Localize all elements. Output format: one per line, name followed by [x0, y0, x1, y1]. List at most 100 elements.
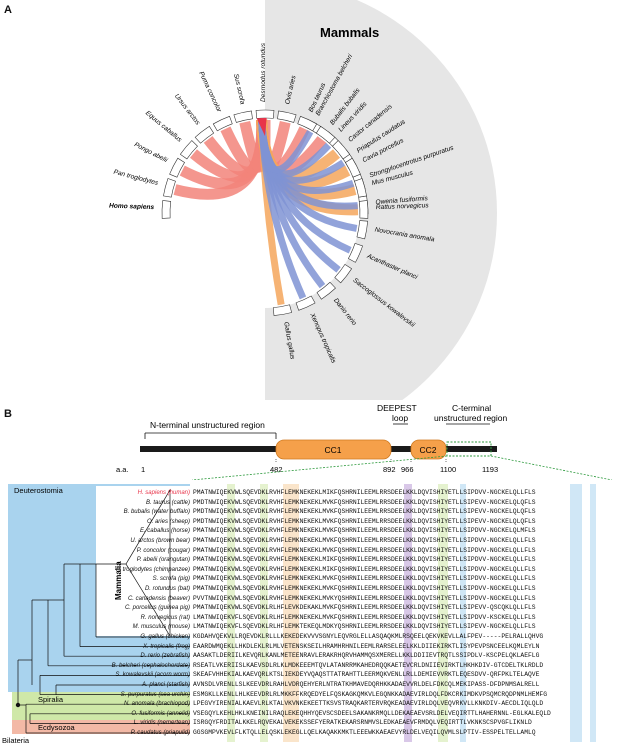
species-name: S. purpuratus (sea urchin): [120, 691, 190, 698]
cc1-label: CC1: [324, 445, 341, 455]
conserved-column: [227, 484, 235, 742]
ring-segment: [194, 125, 215, 144]
ring-segment: [295, 295, 316, 311]
species-name: D. rerio (zebrafish): [140, 653, 190, 660]
sequence-row: PMDTNWIQEKVWLSQEVDKLRVHFLEMKNEKEKLMVKFQS…: [193, 517, 536, 525]
species-name: N. anomala (brachiopod): [123, 701, 190, 708]
sequence-row: LPEGVYIRENIALKAEVLRLKTALVKVNKEKEETTKSVST…: [193, 700, 544, 708]
species-label: Pan troglodytes: [113, 169, 160, 187]
ring-segment: [315, 125, 336, 144]
species-name: X. tropicalis (frog): [142, 643, 190, 650]
species-label: Desmodus rotundus: [260, 42, 267, 102]
sequence-row: AVNSDLVRENLLSLKEEVDRLRAHLVDRQEHYERLNTRAT…: [193, 681, 540, 688]
mammals-label: Mammals: [320, 25, 379, 40]
sequence-row: KGDAHVQEKVLLRQEVDKLRLLLKEKEDEKVVVSGNYLEQ…: [193, 633, 544, 640]
species-label: Pongo abelii: [133, 141, 169, 164]
ring-segment: [297, 115, 318, 132]
sequence-row: LMATNWIQEKVFLSQEVDKLRLHFLEMKTEKEQLMDKYQS…: [193, 623, 536, 631]
species-name: A. planci (starfish): [141, 682, 190, 688]
species-name: S. kowalevskii (acorn worm): [115, 672, 190, 679]
sequence-row: VSEGQYLKEHLHKLKNEINILRAQLEKEQHHYQEVSCSDE…: [193, 709, 551, 717]
species-name: P. troglodytes (chimpanzee): [116, 566, 190, 573]
ring-segment: [345, 157, 361, 178]
conserved-column: [438, 484, 448, 742]
species-name: S. scrofa (pig): [152, 576, 190, 583]
species-name: R. norvegicus (rat): [140, 614, 190, 621]
pos-966: 966: [401, 465, 414, 474]
ring-segment: [255, 109, 275, 119]
species-label: Sus scrofa: [232, 73, 246, 105]
spiralia-label: Spiralia: [38, 695, 64, 704]
human-hub: [256, 118, 267, 136]
deuterostomia-label: Deuterostomia: [14, 486, 64, 495]
species-name: E. caballus (horse): [139, 528, 190, 535]
deepest-label: DEEPEST: [377, 403, 417, 413]
sequence-row: LMATNWIQEKVFLSQEVDKLRLHFLEMKNEKEKLMVKFQS…: [193, 613, 536, 621]
ring-segment: [356, 220, 368, 240]
panel-b-letter: B: [4, 408, 12, 420]
ring-segment: [163, 178, 176, 198]
pos-892: 892: [383, 465, 396, 474]
mammal-clade-triangle: [125, 488, 171, 638]
ring-segment: [354, 178, 367, 198]
species-label: Ursus arctos: [173, 93, 202, 127]
bilateria-node: [15, 702, 21, 708]
sequence-row: PVVTNWIQEKVWLSQEVDKLRVHFLEMKNEKEKLMVKYQS…: [193, 594, 536, 602]
ring-segment: [169, 157, 185, 178]
conserved-column: [404, 484, 412, 742]
ring-segment: [161, 200, 172, 219]
pos-1100: 1100: [440, 465, 456, 474]
pos-1193: 1193: [482, 465, 498, 474]
species-label: Equus caballus: [144, 110, 183, 144]
ring-segment: [233, 110, 253, 123]
conserved-column: [283, 484, 299, 742]
pos-482: 482: [270, 465, 283, 474]
ring-segment: [334, 263, 353, 284]
species-name: P. abelii (orangutan): [136, 557, 190, 564]
species-label: Puma concolor: [197, 71, 222, 115]
ring-segment: [272, 304, 293, 316]
conserved-column: [460, 484, 466, 742]
species-name: C. canadensis (beaver): [127, 595, 190, 602]
species-label: Homo sapiens: [109, 203, 155, 212]
sequence-row: PMATNWIQEKVWLSQEVDKLRVHFLEMKNEKEKLMVKFQS…: [193, 585, 536, 592]
highlight-box: [446, 441, 492, 457]
sequence-row: PMATNWIQEKVWLSQEVDKLRVHFLEMKNEKEKLMIKFQS…: [193, 489, 536, 496]
cterm-label-2: unstructured region: [434, 413, 508, 423]
species-name: H. sapiens (human): [137, 490, 190, 496]
sequence-row: EAARDWMQEKLLHKDLEKLRLMLVETENSKSEILHRAMHR…: [193, 642, 540, 650]
species-name: C. porcellus (guinea pig): [124, 605, 190, 612]
panel-a-letter: A: [4, 4, 12, 16]
species-name: B. belcheri (cephalochordate): [111, 662, 190, 669]
cc1-domain: [275, 439, 392, 460]
conserved-column: [570, 484, 582, 742]
sequence-row: PMATNWIQEKVWLSQEVDKLRVHFLEMKNEKEKLMVKFQS…: [193, 546, 536, 554]
sequence-row: RSEATLVKERIISLKAEVSDLRLKLMDKEEEMTQVLATAN…: [193, 661, 544, 669]
ecdysozoa-label: Ecdysozoa: [38, 723, 76, 732]
ring-segment: [358, 200, 369, 219]
sequence-row: PMATNWIQEKVWLSQEVDKLRVHFLEMKNEKEKLMVKFQS…: [193, 537, 536, 544]
sequence-row: PMATNWIQEKVWLSQEVDKLRVHFLEMKNEKEKLMVKFQS…: [193, 527, 536, 535]
ring-segment: [332, 140, 351, 160]
pos-1: 1: [141, 465, 145, 474]
species-name: B. taurus (cattle): [145, 499, 190, 506]
species-label: Owenia fusiformis: [375, 195, 428, 206]
sequence-row: ESMGKLLKENLLHLKEEVDRLRLMKKFFKRQEDYELFQSK…: [193, 690, 548, 698]
species-label: Rattus norvegicus: [376, 202, 430, 211]
conserved-column: [590, 484, 596, 742]
sequence-row: PMDTNWIQEKVWLSQEVDKLRVHFLEMKNEKEKLMVKFQS…: [193, 498, 536, 506]
spiralia-box: [12, 692, 190, 720]
domain-schematic: N-terminal unstructured region DEEPEST l…: [116, 403, 613, 480]
sequence-row: ISRGQYFRDITALKKELRQVEKALVEKEKSSEFYERATKE…: [193, 719, 532, 727]
sequence-row: PMATNWIQEKVWLSQEVDKLRVHFLEMKNEKEKLMIKFQS…: [193, 556, 536, 564]
species-name: P. caudatus (priapulid): [130, 730, 190, 736]
bilateria-label: Bilateria: [2, 736, 30, 745]
species-name: U. arctos (brown bear): [130, 538, 190, 544]
ring-segment: [316, 281, 336, 300]
sequence-row: GGSGMPVKEVLFLKTQLLELQSKLEKEGLLQELKAQAKKM…: [193, 729, 536, 736]
species-name: M. musculus (mouse): [132, 624, 190, 631]
sequence-row: PMATNWIQEKVWLSQEVDKLRVHFLEMKNEKEKLMIKFQS…: [193, 565, 536, 573]
ring-segment: [347, 242, 363, 263]
alignment-area: Deuterostomia Spiralia Ecdysozoa Bilater…: [0, 480, 617, 746]
species-name: G. gallus (chicken): [140, 634, 190, 640]
